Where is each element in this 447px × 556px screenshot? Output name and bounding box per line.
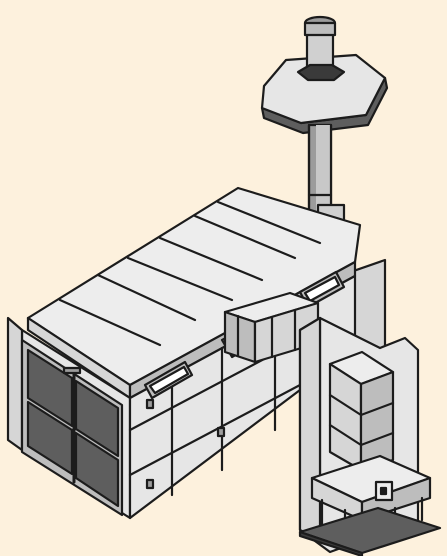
vertical-duct: [328, 350, 395, 472]
front-doors: [6, 316, 124, 517]
door-handle: [62, 366, 82, 375]
stack-top-collar: [303, 21, 337, 37]
light-fixture-1: [143, 360, 194, 400]
door-panel-top-right: [74, 379, 120, 458]
door-panel-top-left: [26, 348, 74, 428]
heater-box: [298, 454, 442, 556]
vduct-left: [328, 362, 363, 472]
door-frame-left: [6, 316, 24, 452]
duct-side: [223, 310, 257, 364]
door-panel-bottom-left: [26, 400, 74, 476]
door-panel-bottom-right: [74, 431, 120, 508]
vduct-right: [359, 370, 395, 472]
stack-base-flange: [296, 63, 346, 82]
stack-cap-plate: [260, 53, 387, 125]
air-duct: [223, 291, 320, 364]
stack-pole-light: [316, 125, 331, 220]
unit-wall-left: [298, 316, 322, 542]
